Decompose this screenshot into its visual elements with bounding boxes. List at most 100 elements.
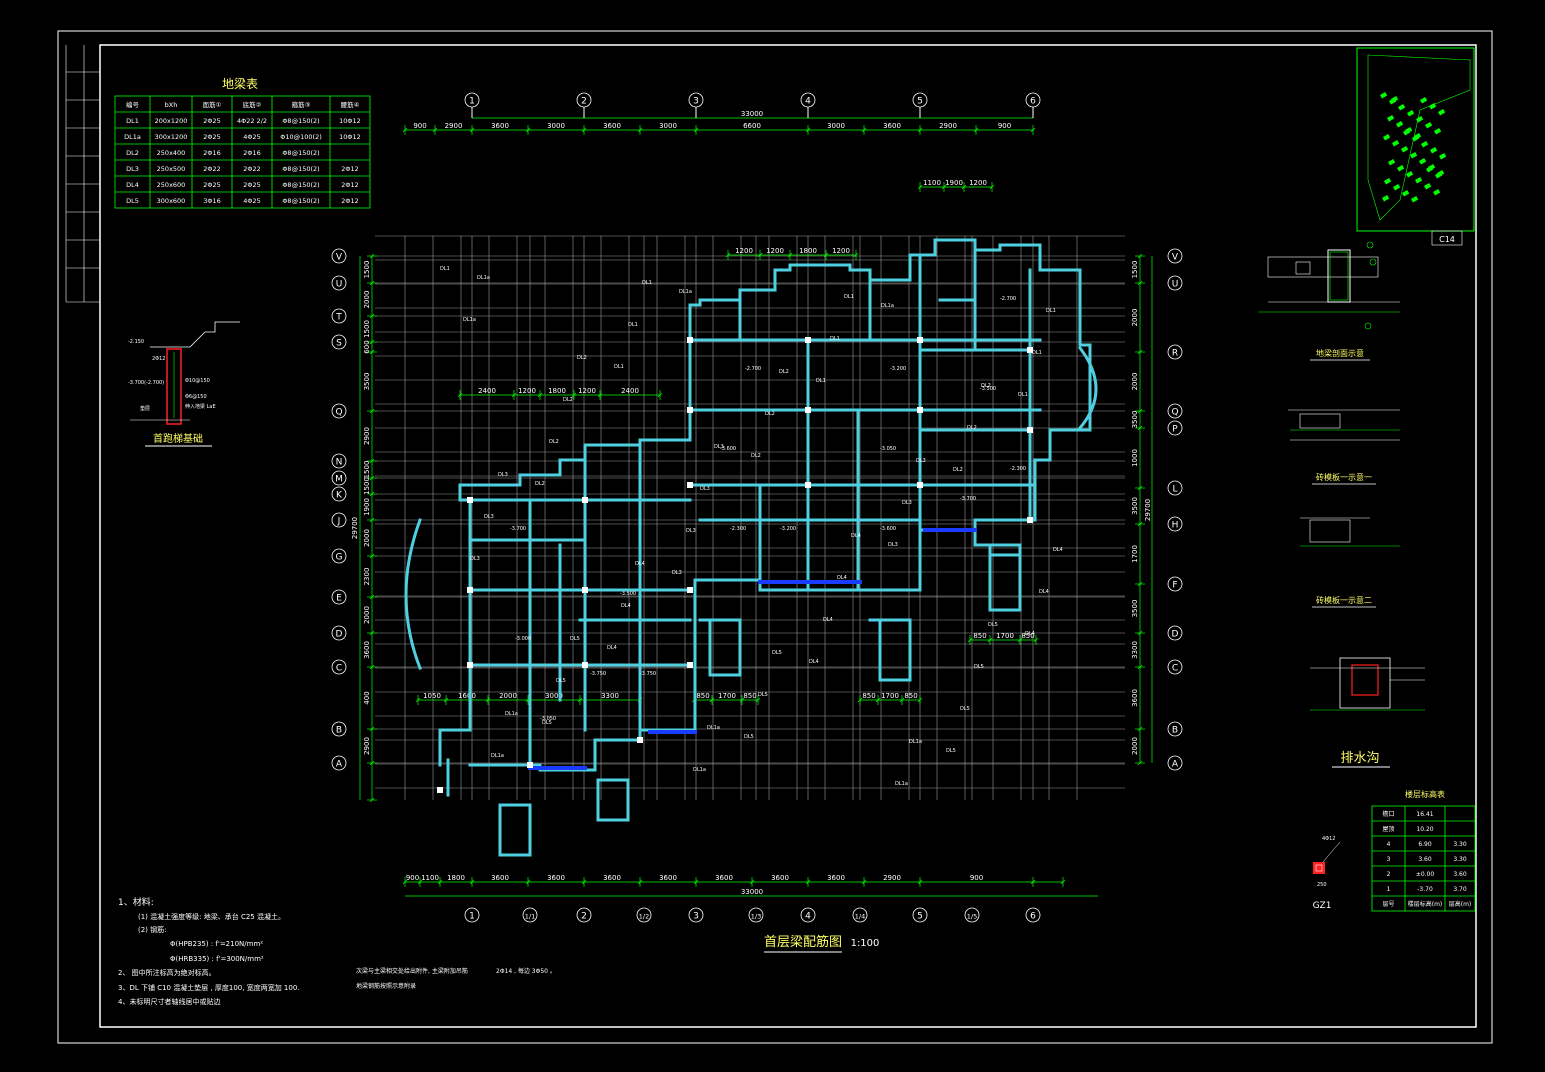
- stair-detail: -2.150 2Φ12 -3.700(-2.700) Φ10@150 Φ6@15…: [128, 321, 240, 447]
- beam-tag-20: DL3: [700, 486, 710, 492]
- dim-right-5: 3500: [1131, 497, 1139, 515]
- dim-upper-right-2: 1200: [969, 179, 987, 187]
- beam-table-title: 地梁表: [222, 76, 258, 91]
- level-table-cell-3-2: 3.30: [1453, 856, 1467, 863]
- dim-lower-sub-2: 850: [743, 692, 756, 700]
- axis-right-D: D: [1172, 630, 1179, 640]
- level-table-cell-2-0: 4: [1387, 841, 1391, 848]
- beam-tag-6: DL1: [642, 280, 652, 286]
- beam-table-header-3: 底筋②: [243, 100, 262, 109]
- dim-right-sub-1: 1700: [996, 632, 1014, 640]
- drain-detail: 排水沟: [1310, 657, 1425, 768]
- beam-table-cell-0-2: 2Φ25: [203, 117, 221, 125]
- beam-tag-59: DL1a: [463, 317, 476, 323]
- dim-upper-inner-4: 2400: [621, 387, 639, 395]
- section-detail-1: 地梁剖面示意: [1258, 241, 1400, 361]
- axis-left-J: J: [337, 517, 341, 527]
- notes-line-4: Φ(HRB335) : f'=300N/mm²: [170, 955, 264, 963]
- dim-lower-inner-4: 3300: [601, 692, 619, 700]
- section-detail-2: 砖模板一示意一: [1288, 409, 1400, 485]
- level-table-cell-1-1: 10.20: [1416, 826, 1433, 833]
- axis-left-B: B: [336, 726, 342, 736]
- beam-tag-15: DL4: [635, 561, 645, 567]
- site-building-37: [1390, 96, 1399, 103]
- beam-table-header-1: bXh: [165, 101, 178, 109]
- beam-table-cell-1-1: 300x1200: [155, 133, 188, 141]
- beam-table-cell-4-5: 2Φ12: [341, 181, 359, 189]
- dim-left-11: 2000: [363, 606, 371, 624]
- beam-tag-35: DL1a: [895, 781, 908, 787]
- axis-right-P: P: [1172, 425, 1178, 435]
- axis-left-S: S: [336, 339, 342, 349]
- beam-tag-56: DL3: [672, 570, 682, 576]
- dim-right-1: 2000: [1131, 309, 1139, 327]
- stair-detail-label-5: Φ6@150: [185, 394, 207, 400]
- section-detail-3: 砖模板一示意二: [1300, 517, 1400, 608]
- column-21: [527, 762, 533, 768]
- dim-bottom-11: 900: [970, 874, 983, 882]
- dim-top-9: 2900: [939, 122, 957, 130]
- elevation-7: -3.750: [640, 671, 656, 677]
- beam-table-cell-2-4: Φ8@150(2): [282, 149, 319, 157]
- beam-tag-45: DL4: [1025, 631, 1035, 637]
- elevation-6: -2.300: [730, 526, 746, 532]
- beam-table-cell-5-0: DL5: [126, 197, 139, 205]
- site-building-22: [1406, 170, 1414, 178]
- beam-table-cell-5-5: 2Φ12: [341, 197, 359, 205]
- beam-tag-46: DL5: [542, 720, 552, 726]
- axis-right-R: R: [1172, 349, 1178, 359]
- dim-top-7: 3000: [827, 122, 845, 130]
- dim-right-8: 3300: [1131, 641, 1139, 659]
- beam-tag-13: DL2: [981, 383, 991, 389]
- site-building-32: [1395, 120, 1404, 128]
- axis-right-L: L: [1172, 485, 1177, 495]
- level-table-cell-0-0: 檐口: [1382, 810, 1394, 818]
- column-label: GZ1: [1313, 901, 1332, 911]
- notes-line-6: 3、DL 下铺 C10 混凝土垫层 , 厚度100, 宽度两宽加 100.: [118, 983, 300, 992]
- drawing-scale: 1:100: [851, 938, 880, 949]
- level-table-cell-3-1: 3.60: [1418, 856, 1432, 863]
- notes-extra-3: 地梁钢筋按照示意附录: [356, 982, 416, 990]
- axis-top-1: 1: [469, 97, 475, 107]
- section-detail-3-title: 砖模板一示意二: [1316, 595, 1372, 605]
- site-building-16: [1388, 158, 1396, 166]
- beam-tag-7: DL2: [779, 369, 789, 375]
- dim-right-9: 3600: [1131, 689, 1139, 707]
- beam-table-cell-0-0: DL1: [126, 117, 139, 125]
- beam-tag-42: DL1: [614, 364, 624, 370]
- beam-tag-4: DL5: [988, 622, 998, 628]
- notes-line-7: 4、未标明尺寸者轴线居中或贴边: [118, 997, 220, 1006]
- dim-upper-mid-1: 1200: [766, 247, 784, 255]
- site-building-7: [1421, 140, 1429, 148]
- axis-bottom-5: 1/3: [751, 913, 761, 921]
- site-building-30: [1409, 151, 1418, 159]
- level-table-cell-3-0: 3: [1387, 856, 1391, 863]
- column-18: [582, 497, 588, 503]
- beam-layout: [404, 238, 1098, 857]
- stair-detail-label-1: -2.150: [128, 339, 144, 345]
- dim-left-10: 2300: [363, 568, 371, 586]
- dim-right-10: 2000: [1131, 737, 1139, 755]
- dim-left-5: 2900: [363, 427, 371, 445]
- axis-right-Q: Q: [1171, 408, 1178, 418]
- column-1: [805, 337, 811, 343]
- dim-upper-right-0: 1100: [923, 179, 941, 187]
- dim-lower-sub2-1: 1700: [881, 692, 899, 700]
- dim-top-5: 3000: [659, 122, 677, 130]
- beam-tag-29: DL1a: [693, 767, 706, 773]
- beam-29: [596, 778, 630, 822]
- dim-upper-mid-3: 1200: [832, 247, 850, 255]
- axis-bottom-0: 1: [469, 912, 475, 922]
- dim-lower-sub-0: 850: [696, 692, 709, 700]
- axis-top-6: 6: [1030, 97, 1036, 107]
- beam-tag-40: DL5: [960, 706, 970, 712]
- beam-tag-50: DL3: [470, 556, 480, 562]
- dim-right-0: 1500: [1131, 261, 1139, 279]
- beam-tag-44: DL3: [888, 542, 898, 548]
- beam-table-cell-5-3: 4Φ25: [243, 197, 261, 205]
- beam-table-cell-5-1: 300x600: [157, 197, 186, 205]
- beam-tag-23: DL1a: [491, 753, 504, 759]
- beam-tag-57: DL4: [809, 659, 819, 665]
- beam-tag-0: DL1: [440, 266, 450, 272]
